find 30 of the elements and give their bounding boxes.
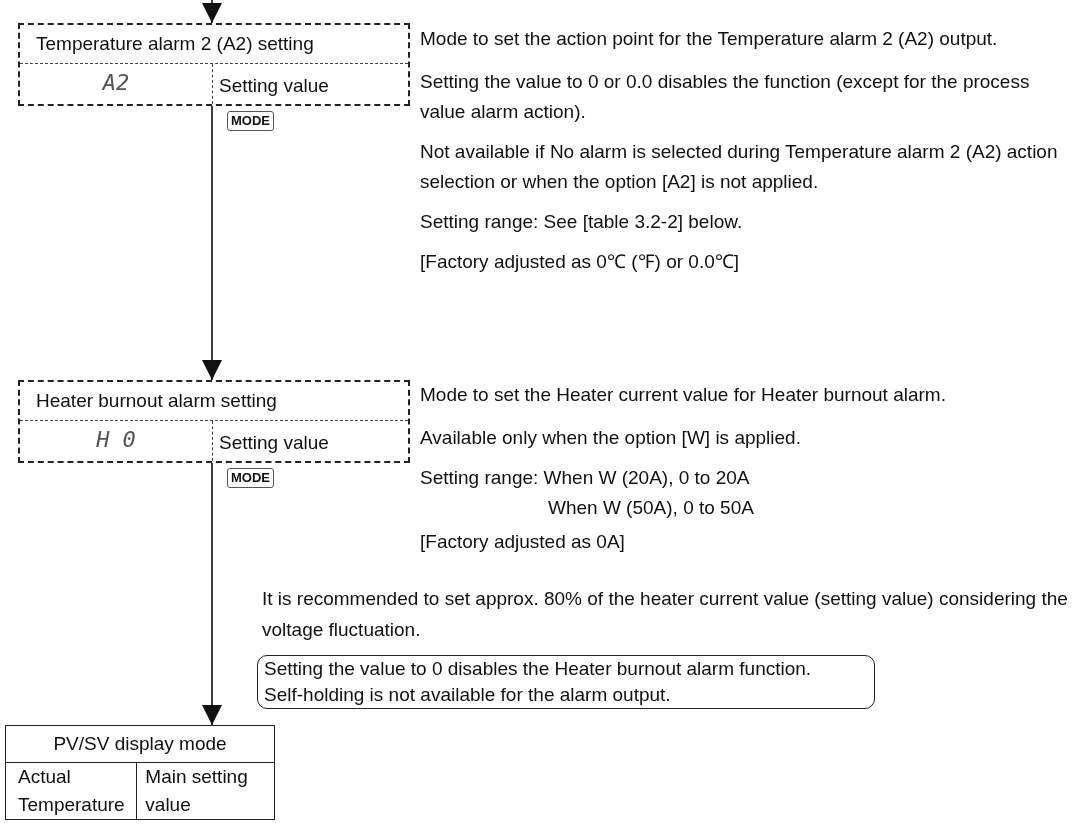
box-heading: Heater burnout alarm setting [35, 389, 278, 413]
arrow [202, 0, 222, 24]
table-cell: PV/SV display mode [6, 726, 274, 763]
segment-display: H 0 [20, 421, 213, 461]
setting-box [18, 23, 410, 106]
description-text: Setting the value to 0 or 0.0 disables the function (except for the process value alarm action). [420, 70, 1031, 124]
description-text: [Factory adjusted as 0A] [420, 530, 626, 554]
key-label: MODE [227, 468, 274, 488]
arrow [202, 462, 222, 726]
description-text: Setting range: When W (20A), 0 to 20A When W (50A), 0 to 50A [420, 466, 755, 520]
note-text: Setting the value to 0 disables the Heater burnout alarm function. [264, 657, 813, 681]
setting-box [18, 380, 410, 463]
cell-text: Setting value [218, 431, 329, 455]
description-text: Mode to set the Heater current value for Heater burnout alarm. [420, 383, 947, 407]
mode-table [5, 725, 275, 820]
description-text: Available only when the option [W] is applied. [420, 426, 802, 450]
table-cell: Actual Temperature [6, 763, 138, 819]
note-text: It is recommended to set approx. 80% of the heater current value (setting value) considering the voltage fluctuation. [262, 587, 1069, 642]
description-text: [Factory adjusted as 0℃ (℉) or 0.0℃] [420, 250, 740, 274]
box-heading: Temperature alarm 2 (A2) setting [35, 32, 315, 56]
cell-text: Setting value [218, 74, 329, 98]
note-box [257, 655, 875, 709]
description-text: Setting range: See [table 3.2-2] below. [420, 210, 744, 234]
note-text: Self-holding is not available for the alarm output. [264, 683, 672, 707]
description-text: Mode to set the action point for the Temperature alarm 2 (A2) output. [420, 27, 999, 51]
segment-display: A2 [20, 64, 213, 104]
table-cell-text: Main setting value [144, 765, 249, 817]
key-label: MODE [227, 111, 274, 131]
arrow [202, 105, 222, 381]
description-text: Not available if No alarm is selected during Temperature alarm 2 (A2) action selection or when the option [A2] is not applied. [420, 140, 1059, 194]
